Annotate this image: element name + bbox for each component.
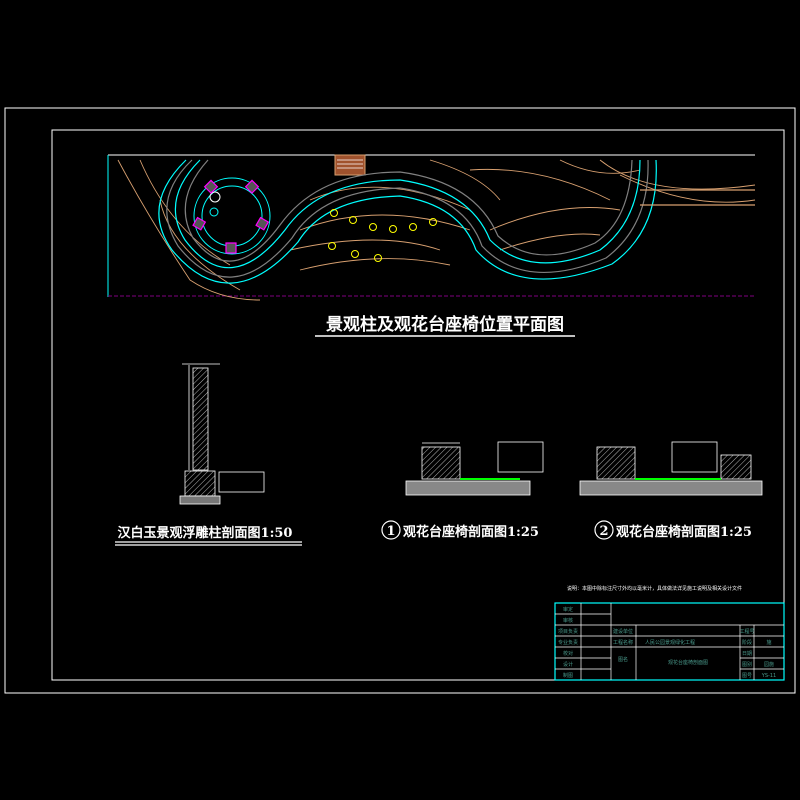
drawing-name: 观花台座椅剖面图 xyxy=(668,659,708,666)
label-check: 校对 xyxy=(563,650,573,657)
site-plan xyxy=(107,154,756,301)
stage: 施 xyxy=(766,639,771,646)
label-draw: 制图 xyxy=(563,672,573,679)
label-project-lead: 项目负责 xyxy=(558,628,578,635)
label-review: 审核 xyxy=(563,617,573,624)
plan-title: 景观柱及观花台座椅位置平面图 xyxy=(326,314,564,335)
label-discipline-lead: 专业负责 xyxy=(558,639,578,646)
label-category: 图别 xyxy=(742,661,752,668)
section-2-number: 2 xyxy=(599,524,608,539)
label-sheet-no: 图号 xyxy=(742,673,752,679)
label-stage: 阶段 xyxy=(742,639,752,646)
outer-frame xyxy=(4,107,796,694)
label-drawing-name: 图名 xyxy=(618,656,628,663)
title-block: 审定 审核 项目负责 专业负责 校对 设计 制图 建设单位 工程名称 人民公园景… xyxy=(554,602,785,681)
sheet-no: YS-11 xyxy=(761,673,776,679)
steps xyxy=(334,154,366,176)
label-date: 日期 xyxy=(742,651,752,657)
seat-section-1 xyxy=(405,441,544,496)
inner-frame xyxy=(51,129,785,681)
category: 园施 xyxy=(764,661,774,668)
label-client: 建设单位 xyxy=(613,628,633,635)
label-project-name: 工程名称 xyxy=(613,639,633,646)
seat-markers xyxy=(328,209,437,262)
note: 说明：本图中除标注尺寸外均以毫米计，具体做法详见施工说明及相关设计文件 xyxy=(567,585,742,592)
column-markers xyxy=(192,179,270,254)
project-name: 人民公园景观绿化工程 xyxy=(645,639,695,646)
column-section xyxy=(179,363,265,505)
section-2-title: 观花台座椅剖面图1:25 xyxy=(616,524,752,540)
label-job-no: 工程号 xyxy=(739,628,754,635)
label-approve: 审定 xyxy=(563,606,573,613)
column-section-title: 汉白玉景观浮雕柱剖面图1:50 xyxy=(118,525,293,541)
section-1-number: 1 xyxy=(386,524,395,539)
section-1-title: 观花台座椅剖面图1:25 xyxy=(403,524,539,540)
seat-section-2 xyxy=(579,441,763,496)
label-design: 设计 xyxy=(563,661,573,668)
